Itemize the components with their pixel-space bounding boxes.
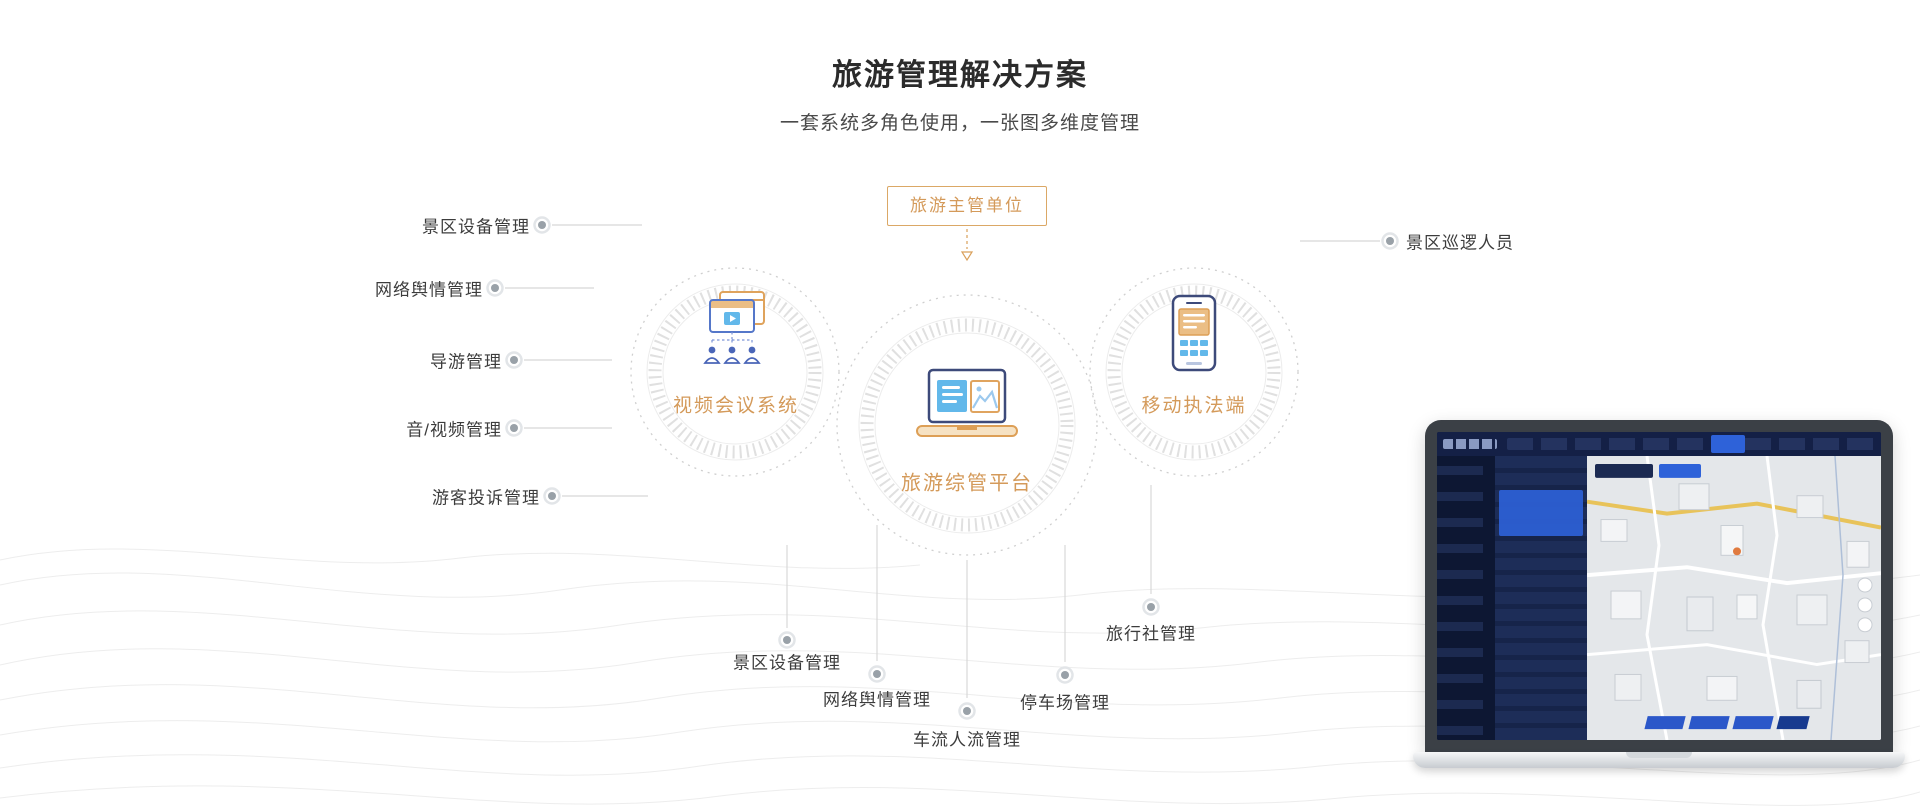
bottom-connector-lines	[786, 485, 1152, 698]
dashboard-menu-active-item	[1711, 435, 1745, 453]
laptop-screen	[1425, 420, 1893, 752]
map-marker	[1733, 547, 1741, 556]
bottom-label-agency: 旅行社管理	[1106, 624, 1196, 644]
laptop-mockup	[1413, 420, 1905, 770]
bottom-label-opinion: 网络舆情管理	[823, 690, 931, 710]
bottom-label-equipment: 景区设备管理	[733, 653, 841, 673]
left-label-complaints: 游客投诉管理	[432, 488, 540, 508]
video-conference-icon	[690, 290, 782, 368]
participant-person-icons	[703, 346, 761, 364]
dot	[868, 665, 886, 683]
dot	[533, 216, 551, 234]
management-platform-laptop-icon	[913, 368, 1021, 440]
dashboard-list-panel	[1495, 456, 1587, 740]
right-label-patrol: 景区巡逻人员	[1406, 233, 1514, 253]
dot	[1381, 232, 1399, 250]
node-label-video-conference: 视频会议系统	[672, 395, 800, 417]
left-label-opinion: 网络舆情管理	[375, 280, 483, 300]
dashboard-list-selected-item	[1499, 490, 1583, 536]
dashboard-body	[1437, 456, 1881, 740]
dot	[1142, 598, 1160, 616]
map-zoom-controls	[1857, 577, 1873, 633]
dashboard-preview	[1437, 432, 1881, 740]
dashboard-sidebar	[1437, 456, 1495, 740]
laptop-notch	[1626, 752, 1692, 758]
map-3d-scene	[1587, 456, 1881, 740]
node-label-management-platform: 旅游综管平台	[901, 472, 1033, 495]
left-label-av: 音/视频管理	[406, 420, 502, 440]
dot	[778, 631, 796, 649]
page-subtitle: 一套系统多角色使用，一张图多维度管理	[779, 113, 1140, 134]
map-dropdown-controls	[1595, 463, 1701, 478]
dot	[505, 351, 523, 369]
left-label-guide: 导游管理	[430, 352, 502, 372]
bottom-label-parking: 停车场管理	[1020, 693, 1110, 713]
dashboard-navbar	[1437, 432, 1881, 456]
down-arrow-icon	[960, 229, 974, 262]
mobile-enforcement-phone-icon	[1170, 294, 1218, 374]
left-label-equipment: 景区设备管理	[422, 217, 530, 237]
page-title: 旅游管理解决方案	[832, 59, 1088, 92]
laptop-base	[1413, 752, 1905, 768]
dot	[958, 702, 976, 720]
dashboard-logo	[1443, 439, 1497, 449]
dot	[505, 419, 523, 437]
dashboard-menu	[1507, 435, 1875, 453]
dot	[543, 487, 561, 505]
dot	[1056, 666, 1074, 684]
dashboard-map-area	[1587, 456, 1881, 740]
dot	[486, 279, 504, 297]
authority-unit-box: 旅游主管单位	[887, 186, 1047, 226]
bottom-label-flow: 车流人流管理	[913, 730, 1021, 750]
left-connector-lines	[505, 224, 648, 497]
node-label-mobile-enforcement: 移动执法端	[1141, 395, 1247, 417]
